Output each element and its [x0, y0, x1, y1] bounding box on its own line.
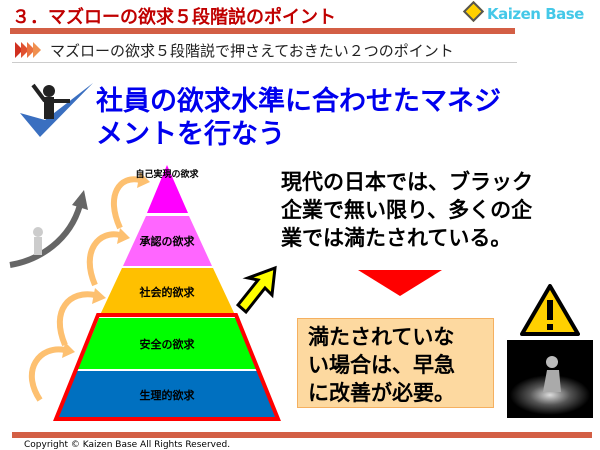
- statement-line: 業では満たされている。: [281, 226, 512, 250]
- layer-social: [100, 268, 235, 315]
- layer-esteem: [123, 216, 212, 266]
- title-divider: [10, 28, 515, 34]
- label-safety: 安全の欲求: [140, 337, 196, 351]
- warning-box: 満たされていな い場合は、早急 に改善が必要。: [297, 318, 494, 408]
- page-title: ３．マズローの欲求５段階説のポイント: [12, 7, 336, 28]
- copyright: Copyright © Kaizen Base All Rights Reser…: [24, 440, 231, 450]
- label-physiological: 生理的欲求: [140, 388, 196, 402]
- step-arrows-icon: [28, 176, 141, 402]
- warning-icon: [520, 284, 580, 336]
- layer-physiological: [57, 371, 278, 418]
- layer-safety: [78, 318, 258, 369]
- up-right-arrow-icon: [235, 265, 277, 315]
- box-line: い場合は、早急: [308, 353, 455, 377]
- label-esteem: 承認の欲求: [140, 234, 196, 248]
- main-heading-line-2: メントを行なう: [96, 119, 285, 150]
- statement: 現代の日本では、ブラック 企業で無い限り、多くの企 業では満たされている。: [281, 168, 533, 252]
- main-heading-line-1: 社員の欲求水準に合わせたマネジ: [96, 86, 501, 117]
- logo-diamond-icon: [462, 0, 485, 23]
- sitting-person-image: [507, 340, 593, 418]
- logo-text: Kaizen Base: [487, 5, 584, 23]
- subtitle-divider: [12, 62, 517, 63]
- down-triangle-icon: [358, 270, 442, 296]
- label-social: 社会的欲求: [139, 285, 196, 299]
- highlight-outline: [53, 313, 281, 421]
- layer-self-actualization: [147, 165, 188, 213]
- statement-line: 現代の日本では、ブラック: [281, 170, 533, 194]
- growth-arrow-icon: [9, 204, 83, 268]
- chevrons-icon: [15, 42, 41, 58]
- logo: Kaizen Base: [462, 0, 584, 23]
- checkmark-person-icon: [20, 83, 93, 137]
- statement-line: 企業で無い限り、多くの企: [281, 198, 533, 222]
- box-line: に改善が必要。: [308, 381, 455, 405]
- label-self-actualization: 自己実現の欲求: [135, 168, 199, 180]
- subtitle: マズローの欲求５段階説で押さえておきたい２つのポイント: [50, 42, 454, 60]
- footer-divider: [12, 432, 592, 438]
- maslow-pyramid: 自己実現の欲求 承認の欲求 社会的欲求 安全の欲求 生理的欲求: [9, 165, 281, 421]
- box-line: 満たされていな: [308, 325, 455, 349]
